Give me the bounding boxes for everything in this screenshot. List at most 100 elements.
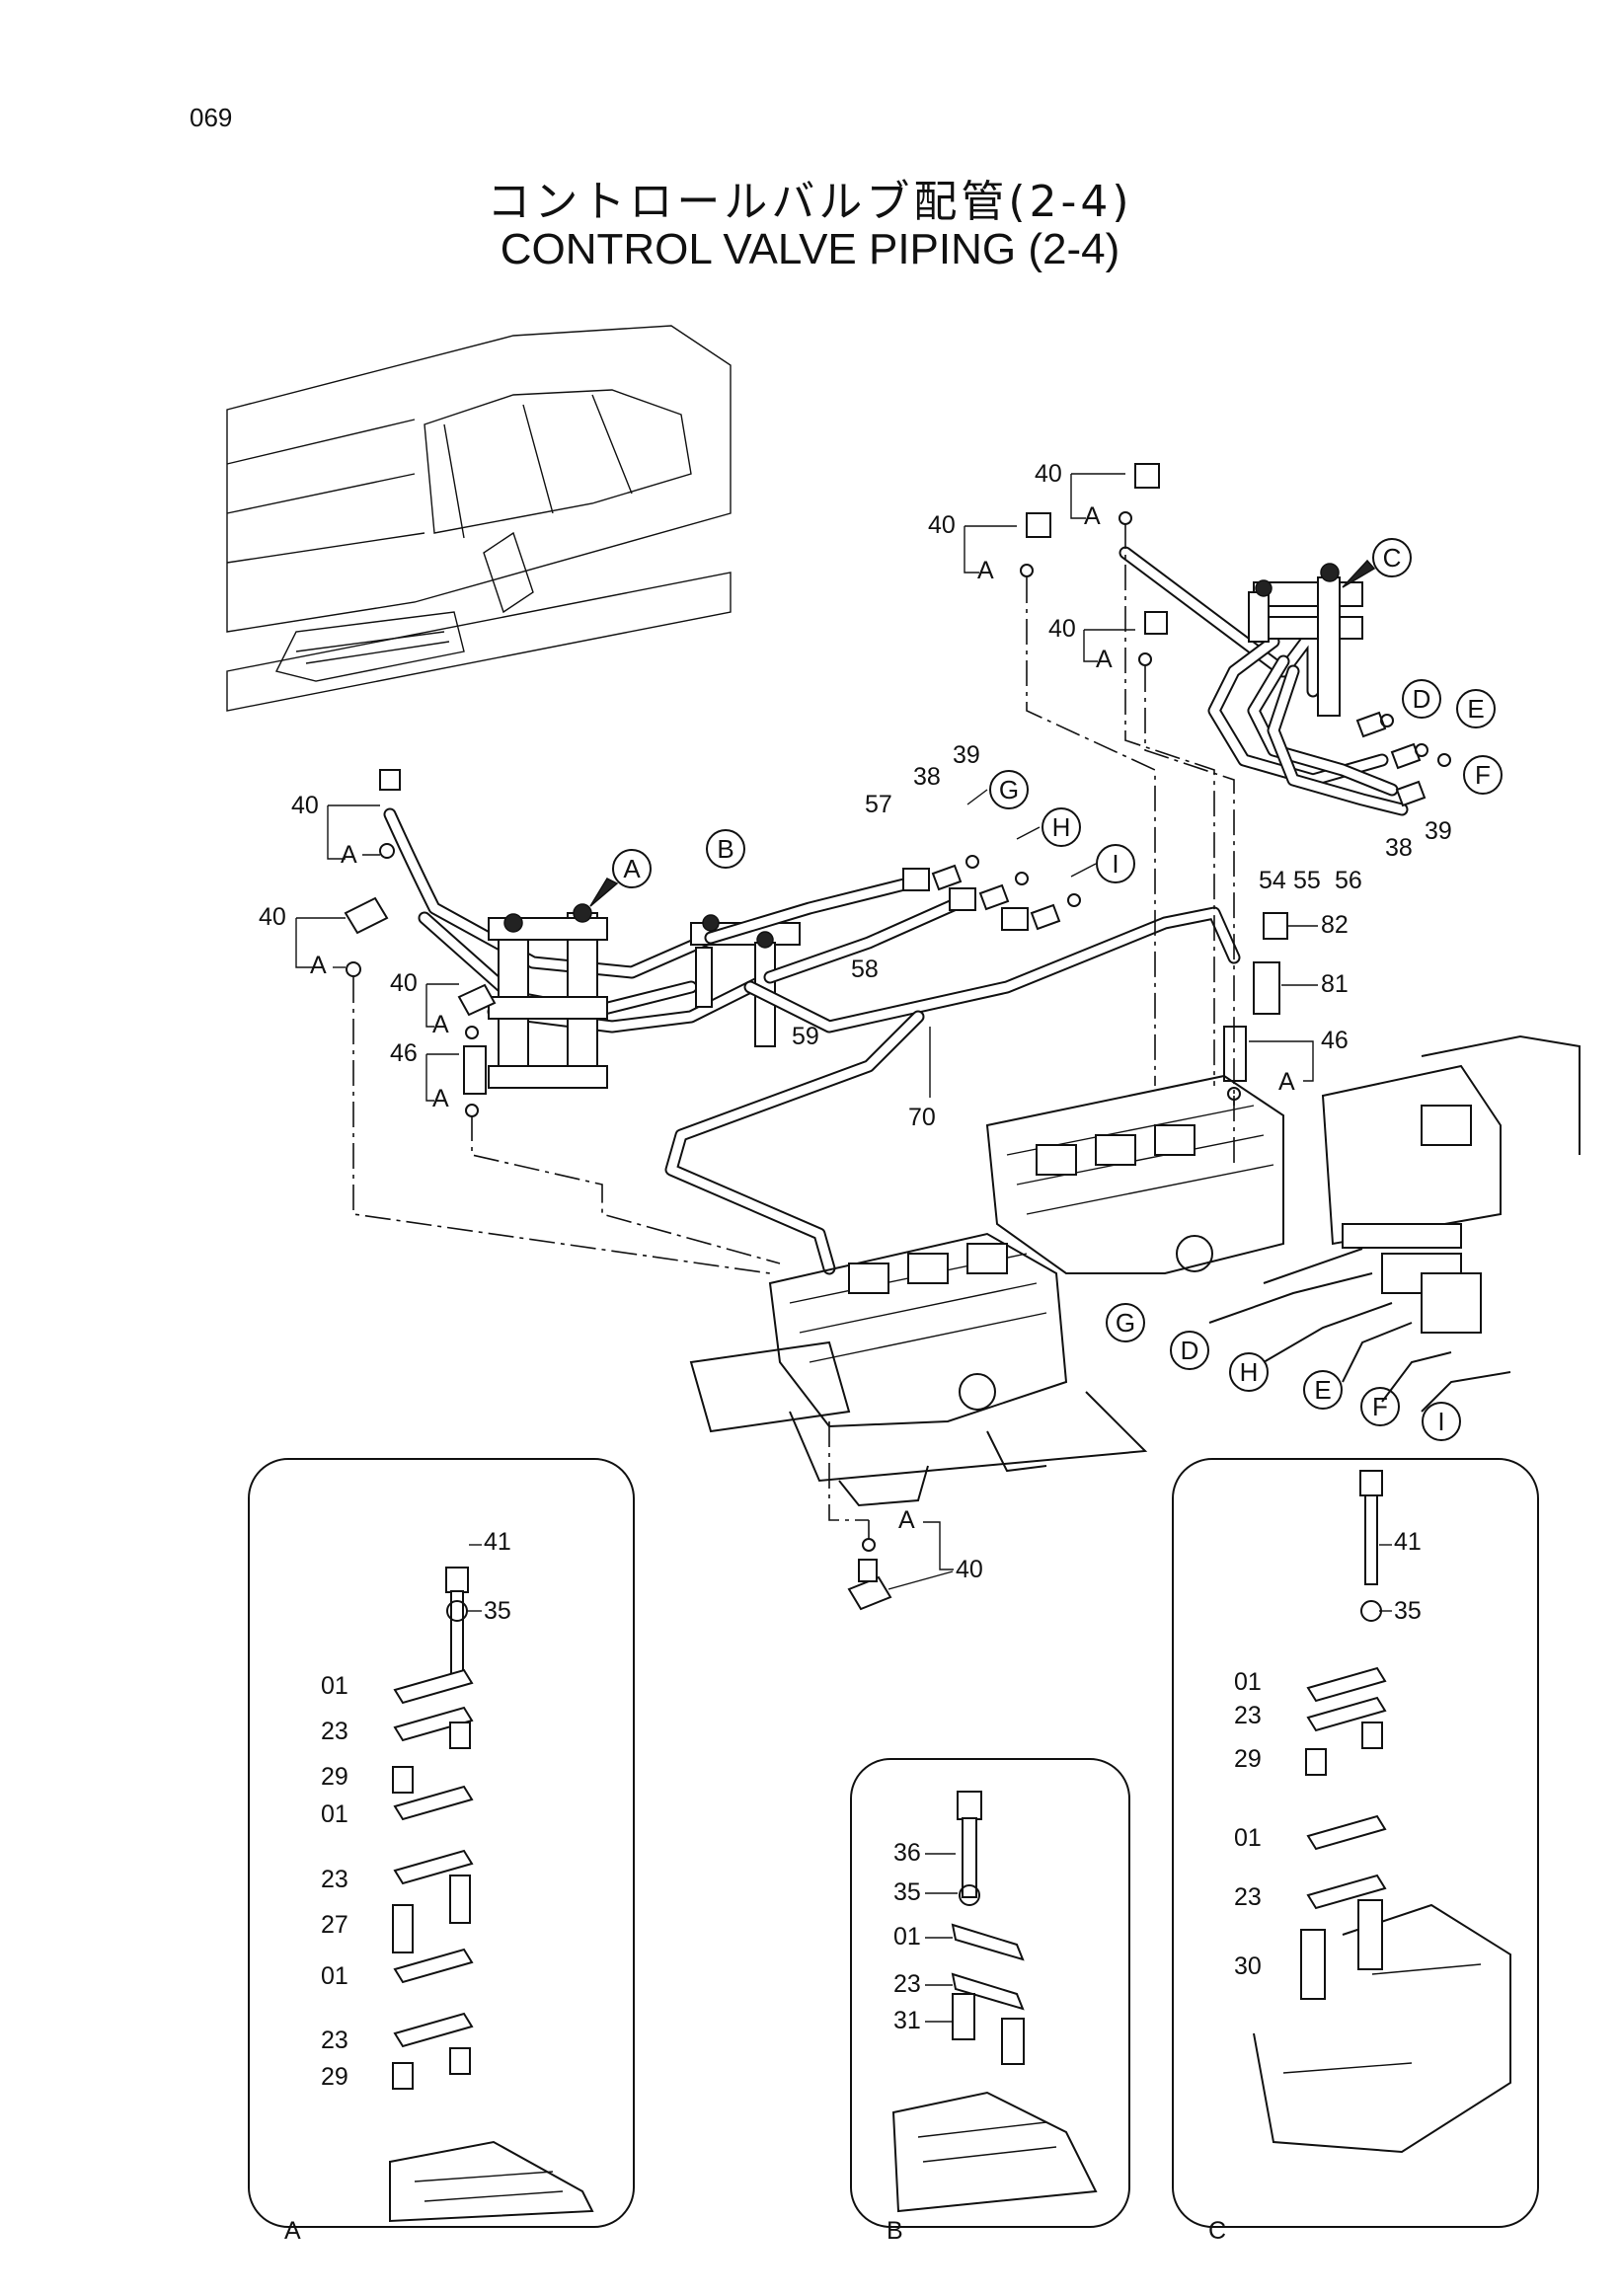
label-57: 57 <box>865 791 892 818</box>
detail-c-29: 29 <box>1234 1745 1262 1773</box>
callout-h-bottom-label: H <box>1240 1357 1259 1387</box>
label-40-g: 40 <box>956 1556 983 1583</box>
label-a-9: A <box>898 1506 915 1534</box>
long-pipes <box>664 855 1241 1275</box>
detail-a-01-3: 01 <box>321 1962 348 1990</box>
callout-g-top: G <box>989 770 1029 809</box>
callout-i-bottom: I <box>1422 1402 1461 1441</box>
callout-g-bottom-label: G <box>1116 1308 1135 1338</box>
detail-c-30: 30 <box>1234 1952 1262 1980</box>
callout-d-bottom: D <box>1170 1331 1209 1370</box>
callout-f-bottom-label: F <box>1372 1392 1388 1421</box>
callout-f-top-label: F <box>1475 760 1491 790</box>
callout-h-top: H <box>1041 807 1081 847</box>
main-part-labels: 40 A 40 A 40 A 46 A 57 38 39 58 59 70 40… <box>259 460 1452 1611</box>
label-59: 59 <box>792 1023 819 1050</box>
callout-d-top: D <box>1402 679 1441 719</box>
label-a-5: A <box>1084 502 1101 530</box>
callout-h-bottom: H <box>1229 1352 1269 1392</box>
detail-a-23-1: 23 <box>321 1718 348 1745</box>
detail-b-caption: B <box>887 2217 903 2245</box>
title-english: CONTROL VALVE PIPING (2-4) <box>500 225 1120 273</box>
label-a-8: A <box>1278 1068 1295 1096</box>
detail-b-36: 36 <box>893 1839 921 1867</box>
label-54: 54 <box>1259 867 1286 894</box>
callout-h-top-label: H <box>1052 812 1071 842</box>
label-39-right: 39 <box>1425 817 1452 845</box>
label-55: 55 <box>1293 867 1321 894</box>
label-40-e: 40 <box>928 511 956 539</box>
detail-view-b: 36 35 01 23 31 B <box>850 1758 1130 2245</box>
label-82: 82 <box>1321 911 1349 939</box>
leader-lines <box>352 523 1511 1540</box>
callout-g-bottom: G <box>1106 1303 1145 1342</box>
label-a-7: A <box>1096 646 1113 673</box>
label-39-top: 39 <box>953 741 980 769</box>
label-46-left: 46 <box>390 1039 418 1067</box>
label-38-top: 38 <box>913 763 941 791</box>
detail-c-caption: C <box>1208 2217 1226 2245</box>
detail-view-a: 41 35 01 23 29 01 23 27 01 23 29 A <box>248 1458 635 2245</box>
detail-a-caption: A <box>284 2217 301 2245</box>
detail-c-41: 41 <box>1394 1528 1422 1556</box>
detail-c-23-2: 23 <box>1234 1883 1262 1911</box>
label-40-a: 40 <box>291 792 319 819</box>
page-number: 069 <box>190 103 233 132</box>
label-a-6: A <box>977 557 994 584</box>
detail-a-23-3: 23 <box>321 2027 348 2054</box>
detail-a-35: 35 <box>484 1597 511 1625</box>
callout-i-top: I <box>1096 844 1135 883</box>
label-40-c: 40 <box>390 969 418 997</box>
detail-a-29-2: 29 <box>321 2063 348 2091</box>
detail-c-35: 35 <box>1394 1597 1422 1625</box>
detail-b-31: 31 <box>893 2007 921 2034</box>
label-40-f: 40 <box>1048 615 1076 643</box>
detail-b-23: 23 <box>893 1970 921 1998</box>
title-japanese: コントロールバルブ配管(2-4) <box>487 177 1133 227</box>
callout-a-label: A <box>623 854 641 883</box>
detail-a-27: 27 <box>321 1911 348 1939</box>
detail-c-01-1: 01 <box>1234 1668 1262 1696</box>
label-a-1: A <box>341 841 357 869</box>
callout-e-bottom: E <box>1303 1370 1343 1410</box>
detail-b-01: 01 <box>893 1923 921 1951</box>
label-46-right: 46 <box>1321 1027 1349 1054</box>
label-38-right: 38 <box>1385 834 1413 862</box>
callout-f-bottom: F <box>1360 1387 1400 1426</box>
callout-a: A <box>589 849 652 907</box>
callout-e-top: E <box>1456 689 1496 728</box>
right-pipe-assembly <box>1020 463 1451 1101</box>
label-40-d: 40 <box>1035 460 1062 488</box>
callout-c: C <box>1342 538 1412 588</box>
detail-a-01-1: 01 <box>321 1672 348 1700</box>
detail-b-35: 35 <box>893 1878 921 1906</box>
detail-view-c: 41 35 01 23 29 01 23 30 C <box>1172 1458 1539 2245</box>
label-81: 81 <box>1321 970 1349 998</box>
control-valve-body <box>689 1034 1581 1507</box>
detail-c-23-1: 23 <box>1234 1702 1262 1729</box>
detail-a-23-2: 23 <box>321 1866 348 1893</box>
callout-i-top-label: I <box>1112 849 1119 879</box>
label-56: 56 <box>1335 867 1362 894</box>
callout-e-top-label: E <box>1467 694 1484 724</box>
callout-d-top-label: D <box>1413 684 1431 714</box>
label-a-2: A <box>310 952 327 979</box>
callout-i-bottom-label: I <box>1437 1407 1444 1436</box>
callout-g-top-label: G <box>999 775 1019 804</box>
machine-outline <box>226 325 732 712</box>
label-58: 58 <box>851 956 879 983</box>
label-70: 70 <box>908 1104 936 1131</box>
callout-d-bottom-label: D <box>1181 1336 1199 1365</box>
callout-f-top: F <box>1463 755 1503 795</box>
callout-b: B <box>706 829 745 869</box>
detail-c-01-2: 01 <box>1234 1824 1262 1852</box>
detail-a-41: 41 <box>484 1528 511 1556</box>
label-a-4: A <box>432 1085 449 1112</box>
label-40-b: 40 <box>259 903 286 931</box>
callout-b-label: B <box>717 834 733 864</box>
detail-a-01-2: 01 <box>321 1800 348 1828</box>
label-a-3: A <box>432 1011 449 1038</box>
callout-c-label: C <box>1383 543 1402 573</box>
callout-circles: A B C D E F G H <box>589 538 1503 1441</box>
